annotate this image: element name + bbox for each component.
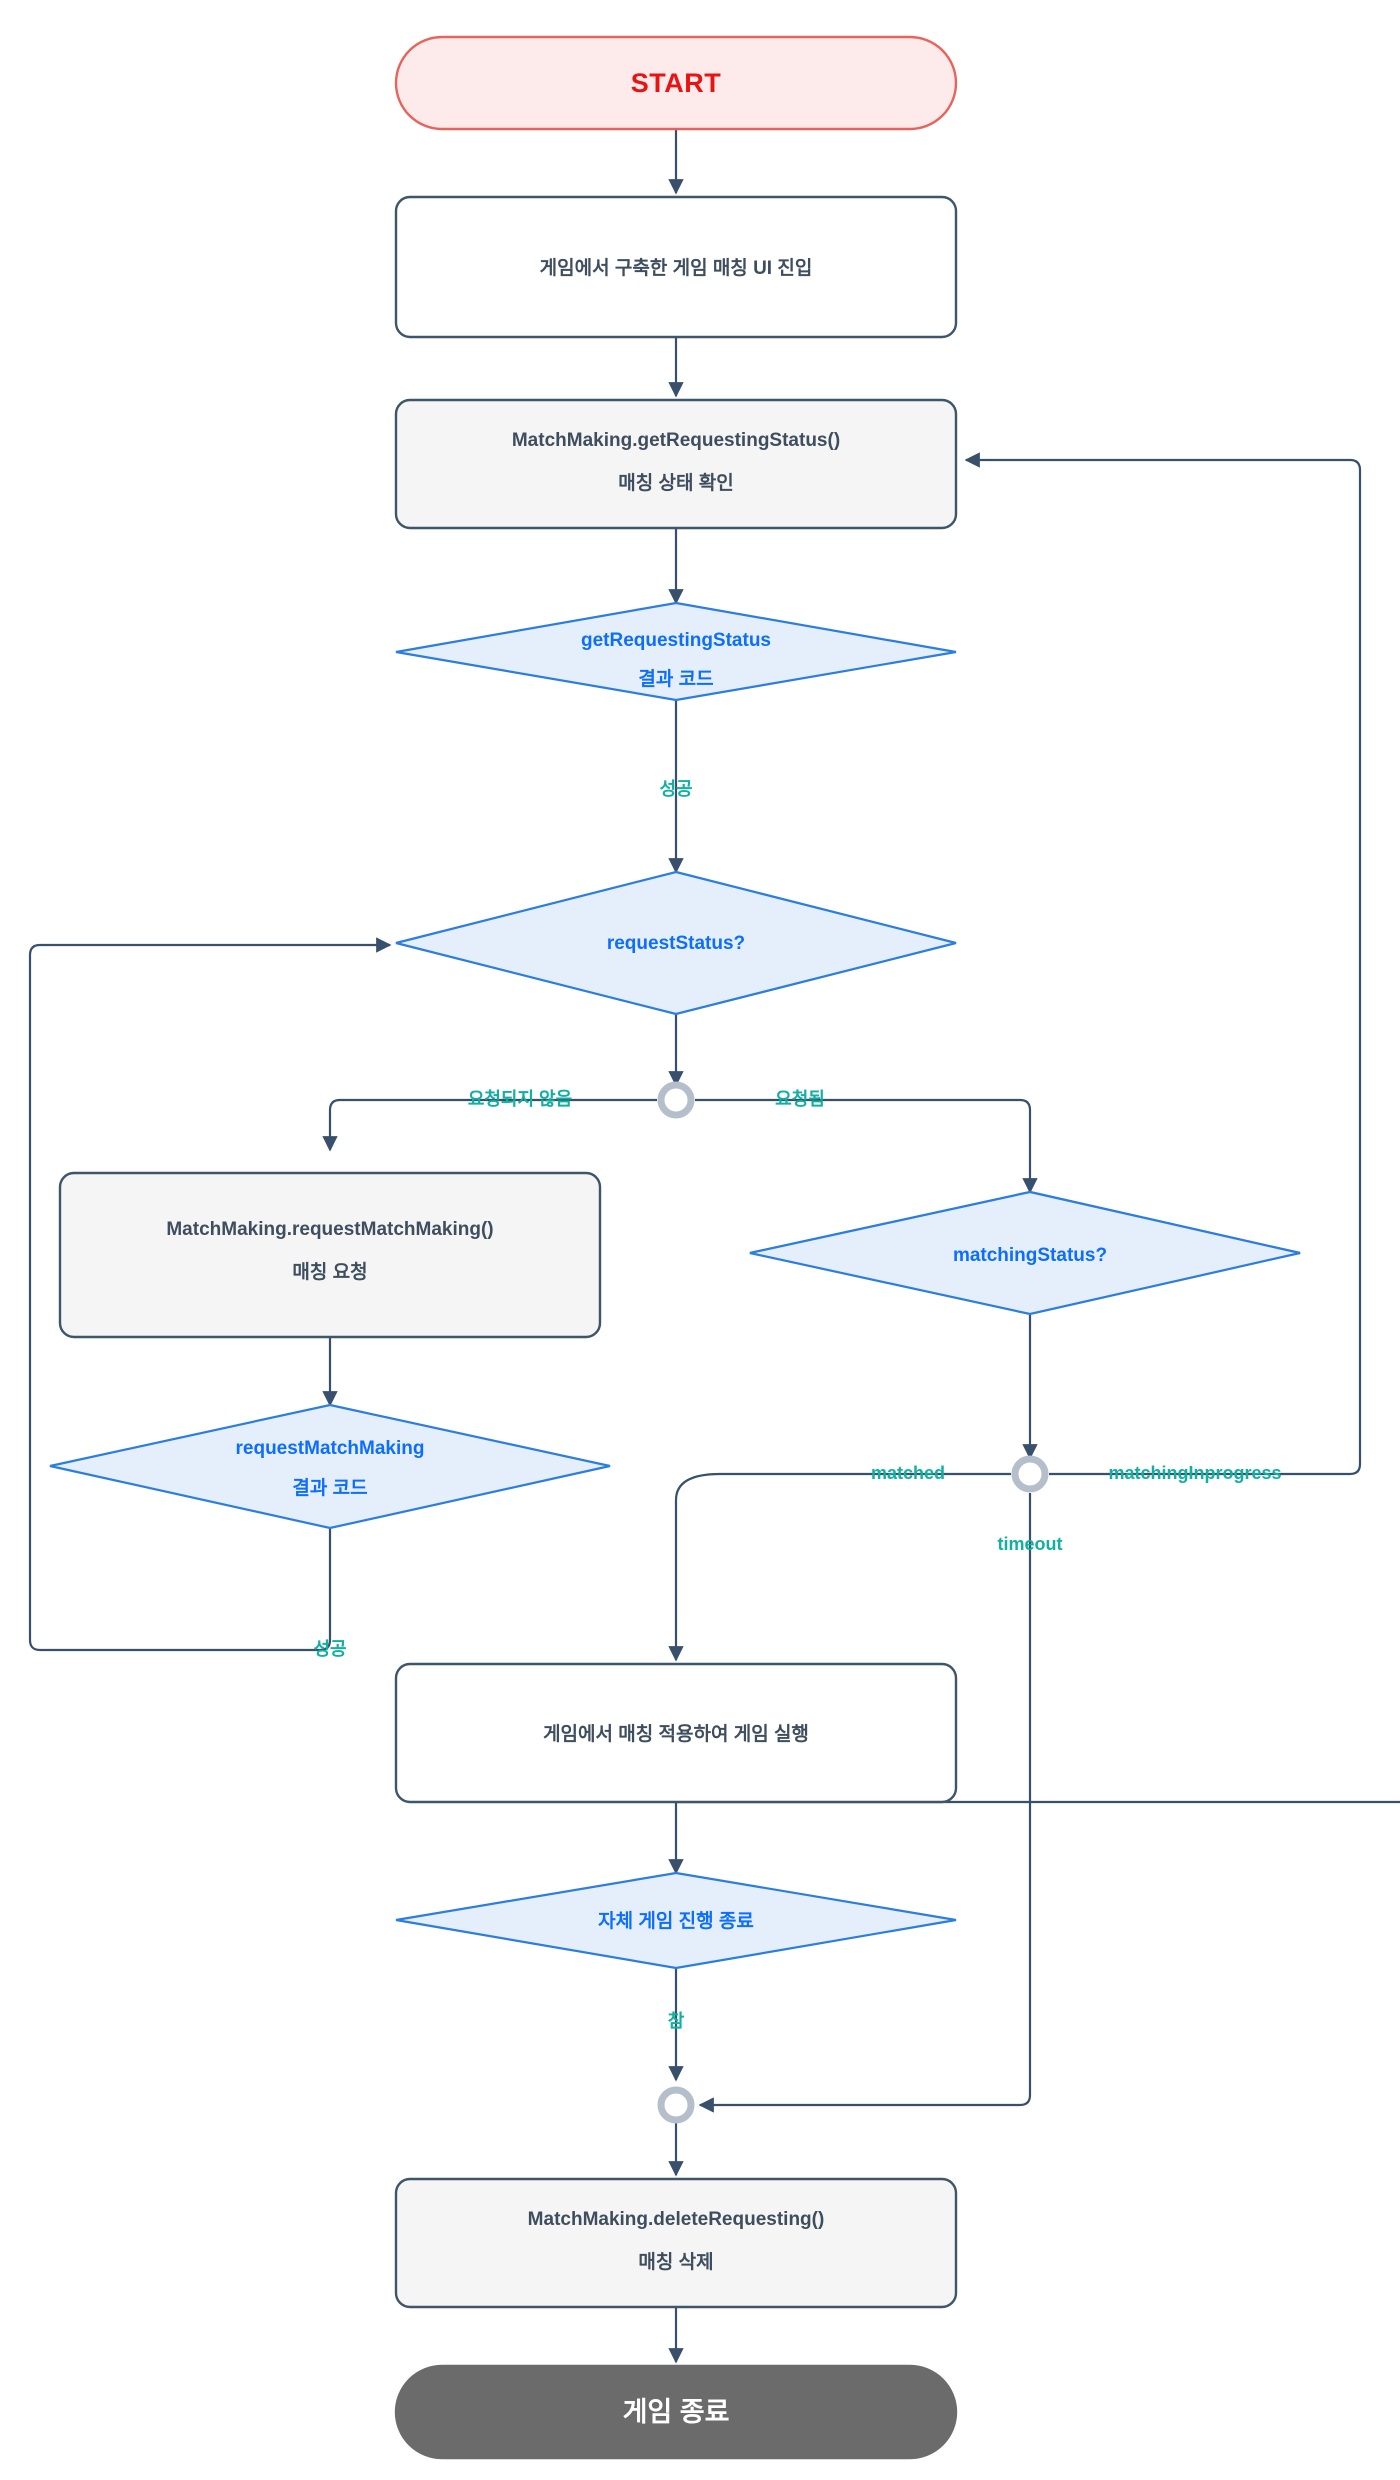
enter-ui-label: 게임에서 구축한 게임 매칭 UI 진입 — [540, 257, 813, 279]
node-end[interactable]: 게임 종료 — [394, 2364, 958, 2460]
edge-label-matching-inprogress: matchingInprogress — [1108, 1463, 1281, 1483]
edge-timeout-to-merge-junction — [698, 1493, 1032, 2113]
req-result-label-line2: 결과 코드 — [292, 1477, 367, 1499]
delete-req-label-line1: MatchMaking.deleteRequesting() — [528, 2209, 825, 2230]
edge-label-matched: matched — [871, 1463, 945, 1483]
edge-label-requested: 요청됨 — [775, 1089, 825, 1109]
edge-label-req-success: 성공 — [313, 1639, 346, 1659]
junction-circle-1 — [657, 1081, 695, 1119]
node-enter-ui[interactable]: 게임에서 구축한 게임 매칭 UI 진입 — [394, 195, 958, 339]
edge-req-success-loop-to-req-status — [28, 937, 392, 1652]
req-match-label-line2: 매칭 요청 — [292, 1261, 367, 1283]
node-req-match[interactable]: MatchMaking.requestMatchMaking() 매칭 요청 — [58, 1171, 602, 1339]
junction-req-status — [657, 1081, 695, 1119]
edge-label-game-true: 참 — [668, 2011, 685, 2031]
run-game-shape — [394, 1662, 958, 1804]
junction-matching-status — [1011, 1455, 1049, 1493]
node-run-game[interactable]: 게임에서 매칭 적용하여 게임 실행 — [394, 1662, 958, 1804]
node-game-over[interactable]: 자체 게임 진행 종료 — [395, 1871, 957, 1970]
get-status-shape — [394, 398, 958, 530]
get-status-label-line2: 매칭 상태 확인 — [618, 471, 733, 494]
edge-matching-inprogress-loop-to-get-status — [964, 452, 1362, 1476]
delete-req-shape — [394, 2177, 958, 2309]
node-req-status[interactable]: requestStatus? — [395, 870, 957, 1016]
req-match-shape — [58, 1171, 602, 1339]
get-status-label-line1: MatchMaking.getRequestingStatus() — [512, 430, 840, 451]
start-label: START — [631, 68, 722, 98]
edge-requested-to-match-state — [695, 1098, 1038, 1194]
match-state-shape-full — [749, 1190, 1301, 1316]
enter-ui-shape — [394, 195, 958, 339]
req-match-label-line1: MatchMaking.requestMatchMaking() — [166, 1219, 493, 1240]
node-get-status[interactable]: MatchMaking.getRequestingStatus() 매칭 상태 … — [394, 398, 958, 530]
node-get-result[interactable]: getRequestingStatus 결과 코드 — [395, 601, 957, 702]
end-label: 게임 종료 — [623, 2397, 730, 2427]
req-status-label: requestStatus? — [607, 933, 745, 954]
edge-matched-to-run-game — [668, 1472, 1011, 1662]
get-result-shape — [395, 601, 957, 702]
junction-circle-2 — [1011, 1455, 1049, 1493]
node-match-state[interactable]: matchingStatus? — [749, 1190, 1301, 1316]
junction-circle-3 — [657, 2086, 695, 2124]
game-over-shape — [395, 1871, 957, 1970]
node-start[interactable]: START — [394, 35, 958, 131]
end-shape — [394, 2364, 958, 2460]
edge-label-not-requested: 요청되지 않음 — [468, 1089, 572, 1109]
req-result-label-line1: requestMatchMaking — [236, 1438, 425, 1459]
get-result-label-line2: 결과 코드 — [638, 668, 713, 690]
edge-label-timeout: timeout — [998, 1534, 1063, 1554]
junction-merge — [657, 2086, 695, 2124]
delete-req-label-line2: 매칭 삭제 — [638, 2251, 713, 2273]
get-result-label-line1: getRequestingStatus — [581, 630, 771, 651]
game-over-label: 자체 게임 진행 종료 — [598, 1910, 754, 1932]
node-req-result[interactable]: requestMatchMaking 결과 코드 — [49, 1403, 611, 1530]
run-game-label: 게임에서 매칭 적용하여 게임 실행 — [543, 1723, 809, 1745]
start-shape — [394, 35, 958, 131]
edge-label-get-status-success: 성공 — [659, 779, 692, 799]
match-state-label: matchingStatus? — [953, 1245, 1107, 1266]
node-delete-req[interactable]: MatchMaking.deleteRequesting() 매칭 삭제 — [394, 2177, 958, 2309]
edge-not-requested-to-req-match — [322, 1098, 657, 1152]
req-status-shape — [395, 870, 957, 1016]
req-result-shape — [49, 1403, 611, 1530]
